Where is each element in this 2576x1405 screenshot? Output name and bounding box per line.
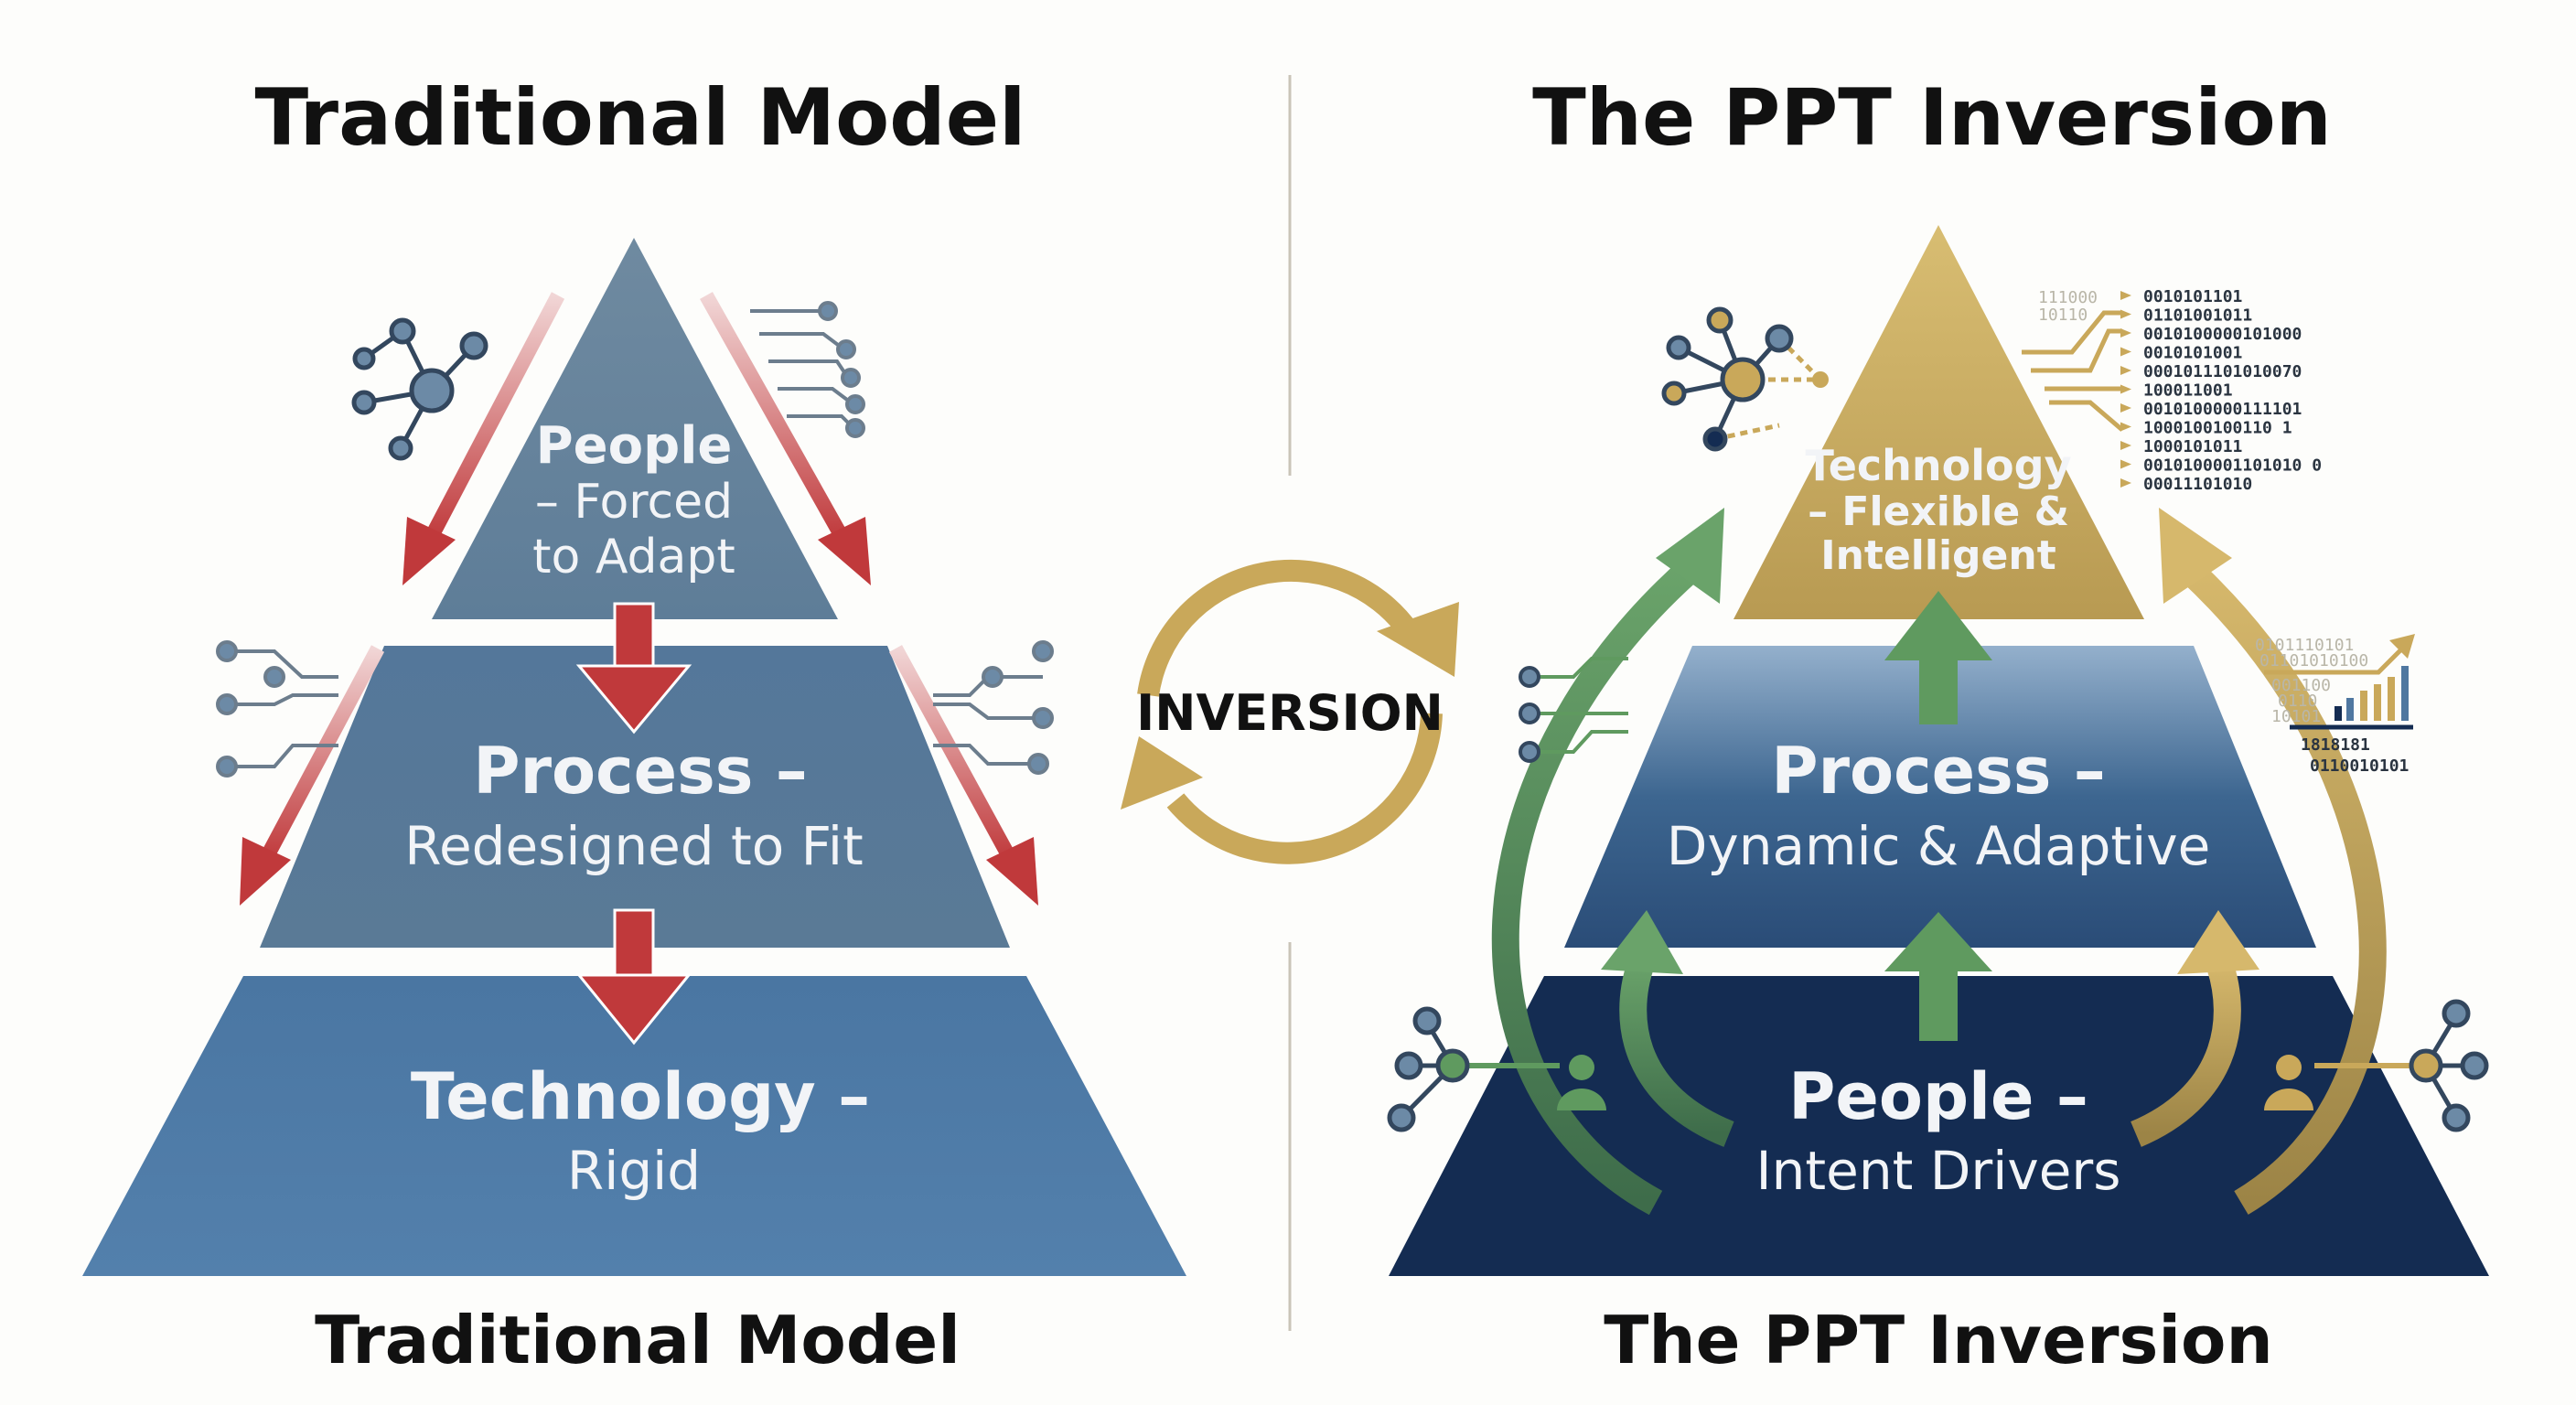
right-middle-label: Dynamic & Adaptive [1667,815,2211,877]
left-bottom-label: Technology – [411,1059,870,1134]
binary-text: 1818181 [2301,735,2370,755]
arrow-up-icon [1656,508,1724,604]
person-icon [2264,1055,2313,1110]
binary-row: 1000100100110 1 [2143,419,2292,438]
arrow-right-icon [2120,384,2131,394]
arrow-down-icon [575,973,692,1046]
right-middle-label: Process – [1771,734,2106,809]
left-tier-bottom [82,976,1186,1276]
arrow-right-icon [2120,347,2131,357]
left-tier-top [432,238,838,619]
binary-row: 100011001 [2143,381,2233,401]
binary-row: 0010100001101010 0 [2143,456,2322,476]
binary-row: 0001011101010070 [2143,362,2302,381]
right-tier-top [1733,225,2144,619]
circuit-icon [933,640,1054,775]
person-icon [1557,1055,1606,1110]
arrow-up-icon [2159,508,2232,604]
arrow-up-icon [2177,910,2259,974]
right-title: The PPT Inversion [1532,72,2332,164]
right-top-label: – Flexible & [1808,488,2069,535]
arrow-right-icon [2120,291,2131,300]
left-caption: Traditional Model [315,1302,961,1378]
binary-row: 00011101010 [2143,475,2252,494]
circuit-icon [750,301,865,438]
binary-text: 10101 [2271,707,2321,726]
left-tier-middle [260,646,1010,948]
right-bottom-label: Intent Drivers [1756,1140,2121,1202]
left-middle-label: Redesigned to Fit [404,815,863,877]
up-arrows [1491,508,2387,1216]
inversion-cycle-icon [1121,559,1459,864]
binary-data-stream: 111000 10110 001010110101101001011001010… [2022,287,2322,494]
left-middle-label: Process – [473,734,808,809]
binary-text: 0101110101 [2255,636,2354,655]
arrow-right-icon [2120,422,2131,432]
network-icon [2314,999,2489,1132]
network-icon [351,317,488,461]
network-icon [1387,1006,1560,1132]
arrow-down-right-icon [818,517,871,585]
arrow-up-icon [1884,912,1992,971]
binary-faded: 111000 [2038,288,2098,307]
left-top-label: – Forced [535,475,733,530]
binary-faded: 10110 [2038,306,2088,325]
left-bottom-label: Rigid [567,1140,701,1202]
binary-row: 0010101101 [2143,287,2242,306]
arrow-right-icon [2120,459,2131,469]
left-pyramid: People – Forced to Adapt Process – Redes… [82,238,1186,1276]
arrow-right-icon [2120,328,2131,338]
binary-row: 01101001011 [2143,306,2252,326]
network-icon [1661,306,1829,452]
arrow-right-icon [2120,403,2131,413]
arrow-up-icon [1601,910,1683,974]
inversion-label: INVERSION [1136,684,1444,742]
arrow-down-left-icon [240,837,291,906]
arrow-right-icon [2120,441,2131,450]
binary-text: 01101010100 [2259,651,2368,670]
arrow-down-left-icon [402,517,456,585]
arrow-right-icon [2120,478,2131,488]
binary-row: 0010100000101000 [2143,325,2302,344]
arrow-right-icon [2120,309,2131,319]
circuit-icon [1519,657,1628,763]
binary-text: 0110010101 [2310,756,2409,776]
arrow-down-icon [575,664,692,735]
binary-row: 0010100000111101 [2143,400,2302,419]
binary-row: 0010101001 [2143,344,2242,363]
right-tier-middle [1564,646,2316,948]
right-top-label: Technology [1805,441,2071,490]
binary-row: 1000101011 [2143,437,2242,456]
red-down-arrows [240,292,1038,1046]
binary-text: 001100 [2271,676,2331,695]
right-bottom-label: People – [1788,1059,2088,1134]
circuit-icon [216,640,338,778]
arrow-up-icon [1884,591,1992,660]
growth-chart-icon: 0101110101 01101010100 001100 0110 10101… [2255,634,2415,776]
right-top-label: Intelligent [1820,532,2056,579]
left-title: Traditional Model [254,72,1025,164]
right-caption: The PPT Inversion [1604,1302,2273,1378]
arrow-down-right-icon [986,837,1038,906]
left-top-label: People [536,416,733,476]
right-pyramid: Technology – Flexible & Intelligent Proc… [1389,225,2489,1276]
arrow-right-icon [2120,366,2131,375]
left-top-label: to Adapt [532,530,735,585]
binary-text: 0110 [2278,692,2317,711]
